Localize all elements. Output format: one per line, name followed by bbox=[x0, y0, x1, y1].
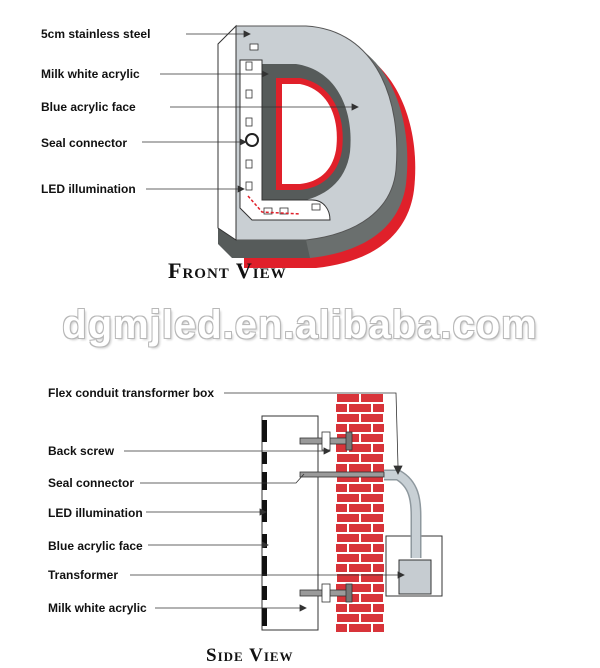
side-view-illustration bbox=[261, 393, 443, 633]
label-led-illumination-side: LED illumination bbox=[48, 506, 143, 520]
label-blue-acrylic-face-side: Blue acrylic face bbox=[48, 539, 143, 553]
label-milk-white-acrylic: Milk white acrylic bbox=[41, 67, 140, 81]
front-view-title: Front View bbox=[168, 258, 287, 283]
label-back-screw: Back screw bbox=[48, 444, 115, 458]
transformer bbox=[398, 559, 432, 595]
label-blue-acrylic-face: Blue acrylic face bbox=[41, 100, 136, 114]
seal-connector-dot bbox=[245, 133, 259, 147]
label-led-illumination: LED illumination bbox=[41, 182, 136, 196]
watermark: dgmjled.en.alibaba.com bbox=[62, 303, 538, 347]
letter-d-open-edge bbox=[217, 24, 237, 241]
back-screws bbox=[299, 431, 385, 603]
label-milk-white-acrylic-side: Milk white acrylic bbox=[48, 601, 147, 615]
sign-body bbox=[261, 415, 319, 631]
label-transformer: Transformer bbox=[48, 568, 119, 582]
led-wire bbox=[247, 195, 301, 215]
label-stainless-steel: 5cm stainless steel bbox=[41, 27, 151, 41]
side-view-title: Side View bbox=[206, 645, 294, 666]
label-seal-connector: Seal connector bbox=[41, 136, 128, 150]
led-modules bbox=[245, 43, 321, 215]
label-seal-connector-side: Seal connector bbox=[48, 476, 135, 490]
label-flex-conduit: Flex conduit transformer box bbox=[48, 386, 215, 400]
flex-conduit-inner bbox=[384, 471, 420, 558]
letter-d-illustration bbox=[217, 24, 416, 268]
brick-wall bbox=[336, 393, 384, 633]
side-leader-lines bbox=[124, 392, 405, 612]
letter-d-counter-face bbox=[282, 84, 337, 184]
front-leader-lines bbox=[142, 30, 359, 193]
letter-d-base bbox=[218, 228, 310, 258]
